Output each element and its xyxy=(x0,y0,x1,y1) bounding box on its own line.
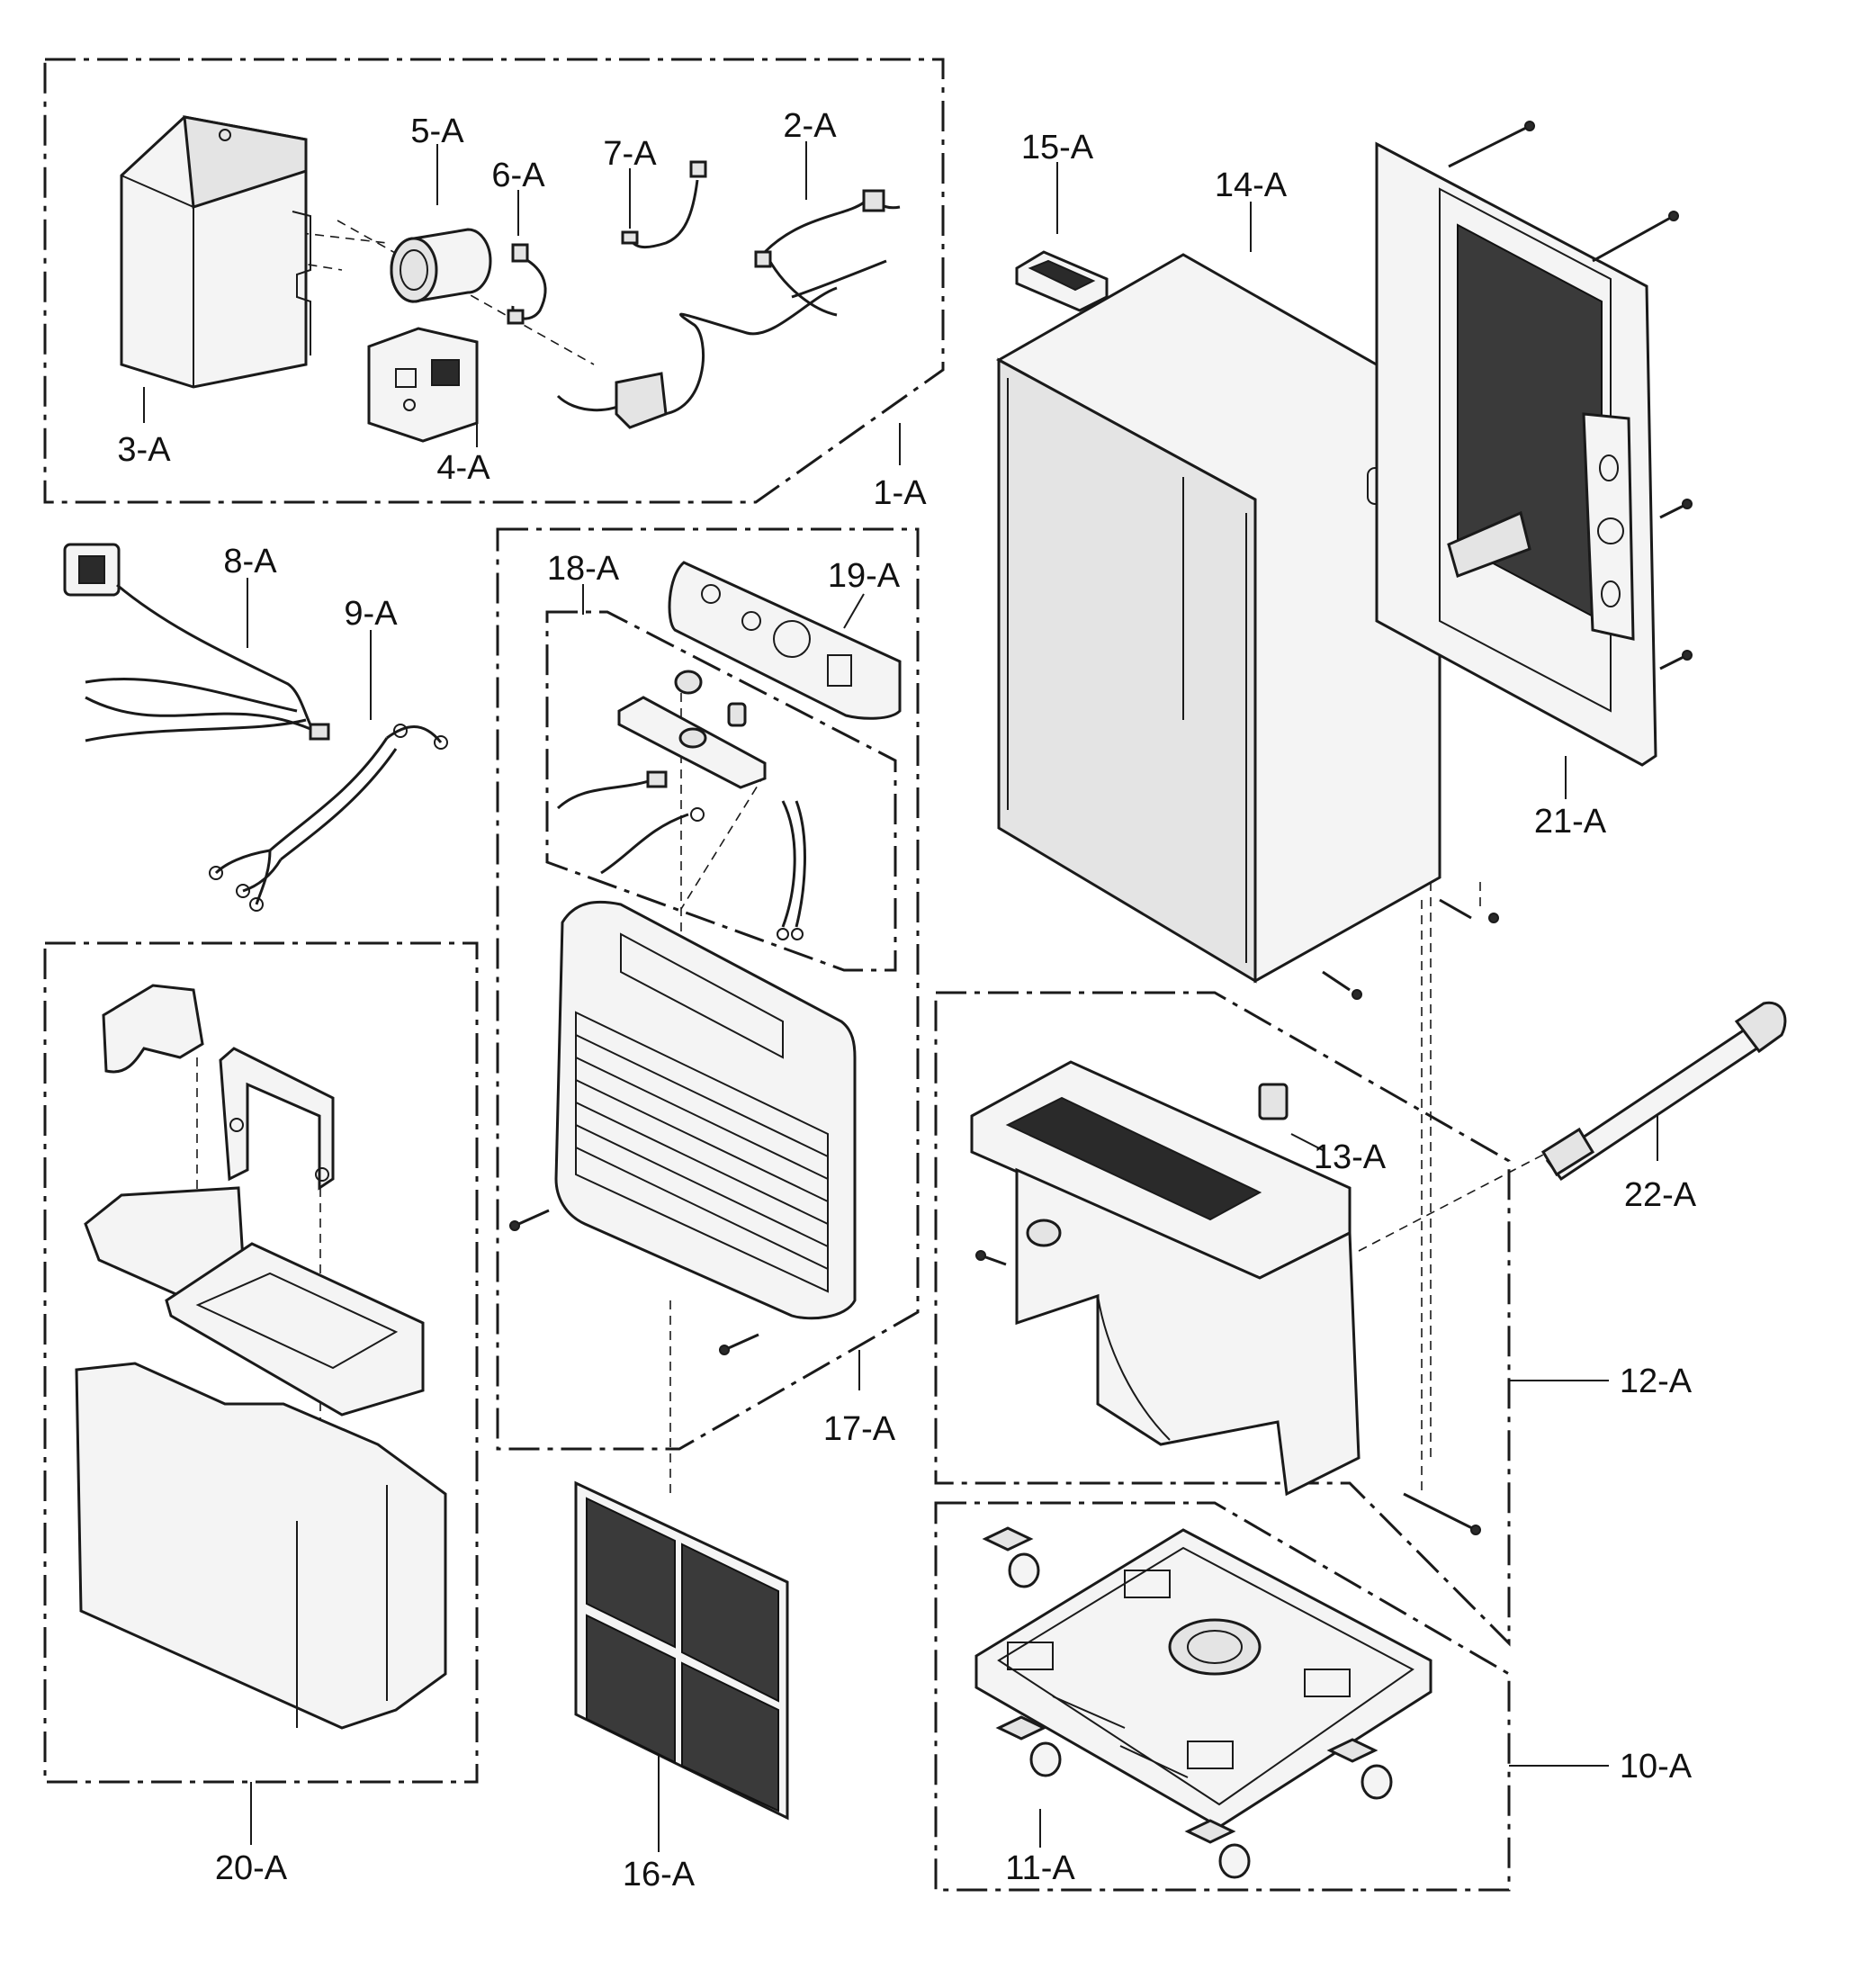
front-panel-screws xyxy=(509,1209,759,1355)
label-11-a: 11-A xyxy=(1005,1849,1075,1887)
label-2-a: 2-A xyxy=(783,107,837,145)
wire-harness-with-socket xyxy=(63,543,330,742)
casters xyxy=(982,1526,1393,1879)
label-19-a: 19-A xyxy=(828,557,901,595)
label-7-a: 7-A xyxy=(603,135,657,173)
front-grille-panel xyxy=(554,900,857,1320)
control-box-housing xyxy=(120,115,311,389)
label-15-a: 15-A xyxy=(1021,129,1094,166)
boundary-water-bucket-assembly xyxy=(43,941,479,1784)
evaporator-fan-housing xyxy=(970,1060,1481,1535)
caster xyxy=(1184,1819,1251,1879)
caster xyxy=(982,1526,1040,1588)
boundary-evaporator-assembly xyxy=(934,991,1511,1647)
control-panel-overlay xyxy=(668,561,902,720)
drain-hose xyxy=(1540,1001,1787,1182)
power-cord xyxy=(556,189,901,429)
label-10-a: 10-A xyxy=(1620,1748,1693,1786)
control-pcb xyxy=(367,327,479,443)
wire-harness xyxy=(209,724,448,912)
boundary-control-board-assembly xyxy=(545,610,897,972)
water-bucket-assembly xyxy=(75,984,447,1730)
label-3-a: 3-A xyxy=(117,431,171,469)
short-wire-lead xyxy=(621,160,707,249)
base-tray xyxy=(974,1528,1432,1829)
leader-lines xyxy=(143,141,1658,1852)
capacitor-bracket xyxy=(507,243,547,325)
label-5-a: 5-A xyxy=(410,112,464,150)
rear-panel xyxy=(1375,141,1657,767)
caster xyxy=(995,1715,1062,1777)
label-1-a: 1-A xyxy=(873,474,927,512)
label-17-a: 17-A xyxy=(823,1410,896,1448)
label-12-a: 12-A xyxy=(1620,1363,1693,1400)
label-8-a: 8-A xyxy=(223,543,277,580)
air-filter xyxy=(574,1480,789,1821)
label-22-a: 22-A xyxy=(1624,1176,1697,1214)
control-board-parts xyxy=(556,670,806,940)
label-21-a: 21-A xyxy=(1534,803,1607,841)
rear-panel-screws xyxy=(1448,121,1693,670)
cabinet-screws xyxy=(1322,898,1499,1000)
boundary-base-assembly xyxy=(934,1501,1511,1892)
label-18-a: 18-A xyxy=(547,550,620,588)
label-20-a: 20-A xyxy=(215,1849,288,1887)
carry-handle xyxy=(1015,250,1109,312)
label-6-a: 6-A xyxy=(491,157,545,194)
part-labels: 1-A 2-A 3-A 4-A 5-A 6-A 7-A 8-A 9-A 10-A… xyxy=(117,107,1696,1894)
label-13-a: 13-A xyxy=(1314,1138,1387,1176)
label-14-a: 14-A xyxy=(1215,166,1288,204)
boundary-electrical-box-assembly xyxy=(43,58,945,504)
label-9-a: 9-A xyxy=(344,595,398,633)
cabinet-body xyxy=(995,253,1441,984)
label-4-a: 4-A xyxy=(436,449,490,487)
label-16-a: 16-A xyxy=(623,1856,696,1894)
caster xyxy=(1326,1738,1393,1800)
capacitor xyxy=(390,228,492,303)
